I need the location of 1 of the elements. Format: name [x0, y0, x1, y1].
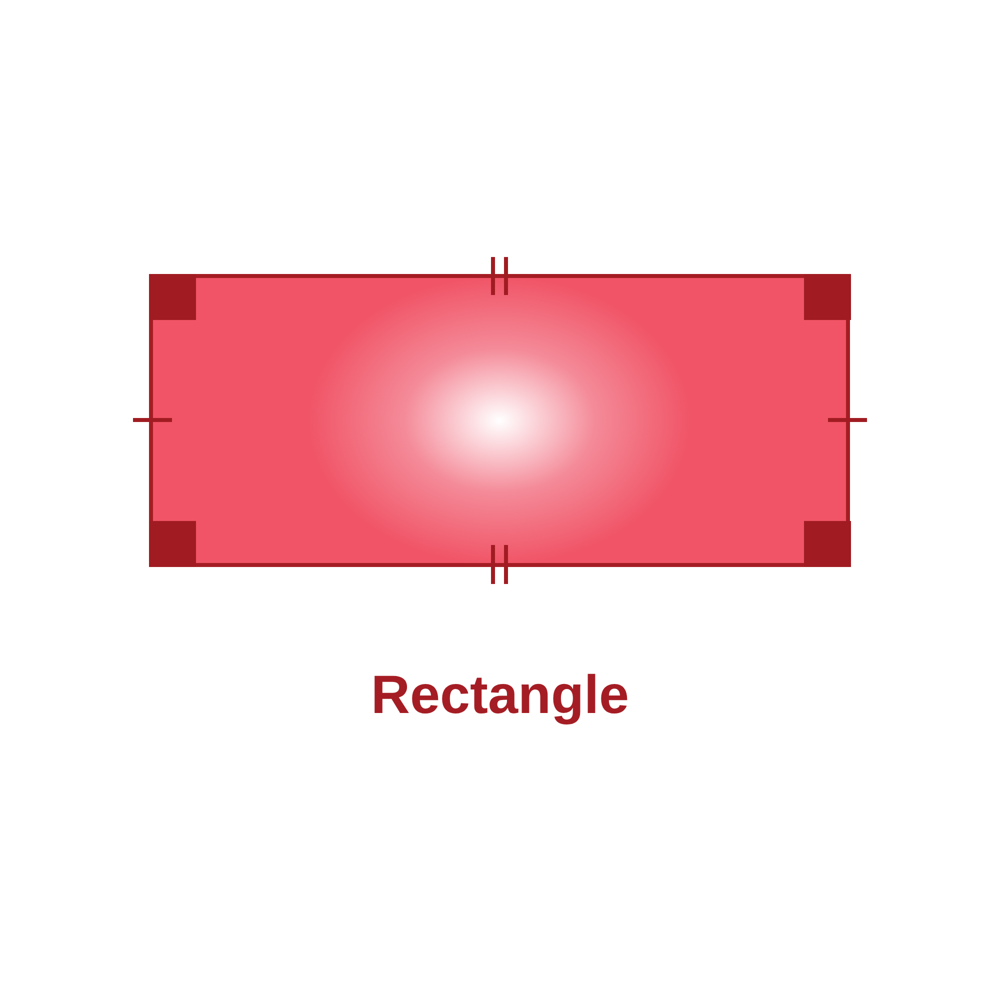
title: Rectangle [370, 668, 630, 722]
